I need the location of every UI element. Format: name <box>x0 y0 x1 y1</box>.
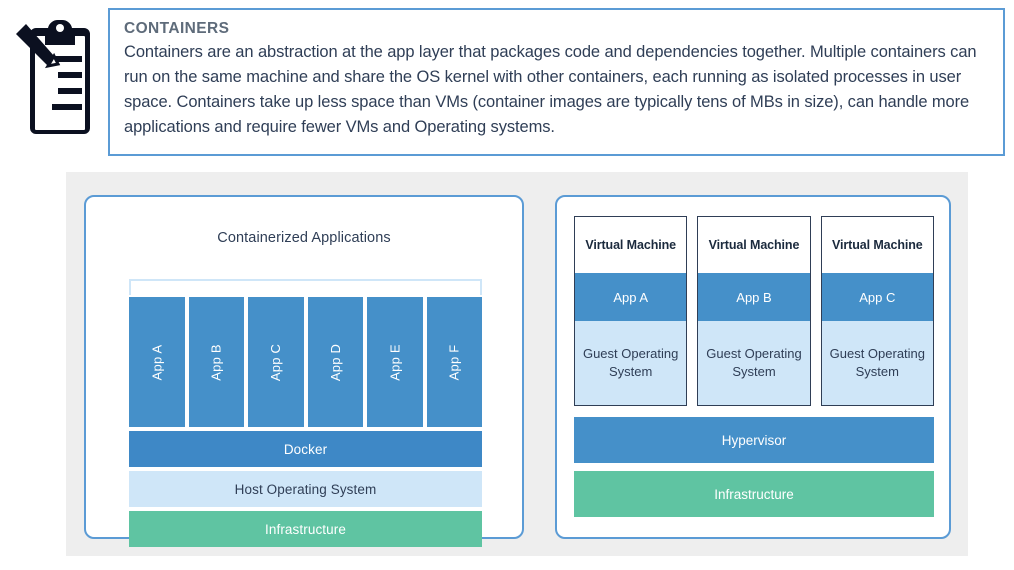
virtual-machine-box: Virtual Machine App C Guest Operating Sy… <box>820 216 934 406</box>
infrastructure-layer-containers: Infrastructure <box>129 511 482 547</box>
vm-title: Virtual Machine <box>585 238 676 252</box>
note-body: Containers are an abstraction at the app… <box>124 43 977 136</box>
app-label: App C <box>268 343 284 381</box>
app-label: App D <box>327 343 343 381</box>
app-columns: App A App B App C App D App E App F <box>129 297 482 427</box>
diagram-stage: Containerized Applications App A App B A… <box>66 172 968 556</box>
app-label: App A <box>149 344 165 380</box>
vm-guest-os-label: Guest Operating System <box>575 321 687 405</box>
virtual-machine-box: Virtual Machine App A Guest Operating Sy… <box>574 216 688 406</box>
containers-info-box: CONTAINERS Containers are an abstraction… <box>108 8 1005 156</box>
hypervisor-layer: Hypervisor <box>574 417 934 463</box>
app-label: App B <box>208 343 224 381</box>
app-column: App F <box>426 297 482 427</box>
docker-layer: Docker <box>129 431 482 467</box>
vm-app-label: App A <box>575 273 687 321</box>
note-title: CONTAINERS <box>124 20 230 37</box>
clipboard-pencil-icon <box>14 12 100 140</box>
vm-guest-os-label: Guest Operating System <box>821 321 933 405</box>
app-column: App E <box>367 297 423 427</box>
vm-title: Virtual Machine <box>831 238 923 252</box>
vm-app-label: App C <box>821 273 933 321</box>
virtual-machine-box: Virtual Machine App B Guest Operating Sy… <box>697 216 811 406</box>
virtual-machine-columns: Virtual Machine App A Guest Operating Sy… <box>574 216 934 406</box>
app-group-bracket <box>129 279 482 295</box>
app-column: App A <box>129 297 185 427</box>
vm-title: Virtual Machine <box>708 238 800 252</box>
infrastructure-layer-vms: Infrastructure <box>574 471 934 517</box>
app-column: App D <box>307 297 363 427</box>
virtual-machines-panel: Virtual Machine App A Guest Operating Sy… <box>555 195 951 539</box>
containerized-applications-title: Containerized Applications <box>217 230 391 246</box>
containers-panel: Containerized Applications App A App B A… <box>84 195 524 547</box>
app-label: App E <box>387 343 403 381</box>
vm-app-label: App B <box>698 273 810 321</box>
app-column: App B <box>188 297 244 427</box>
app-label: App F <box>446 344 462 380</box>
vm-guest-os-label: Guest Operating System <box>698 321 810 405</box>
app-column: App C <box>248 297 304 427</box>
host-operating-system-layer: Host Operating System <box>129 471 482 507</box>
